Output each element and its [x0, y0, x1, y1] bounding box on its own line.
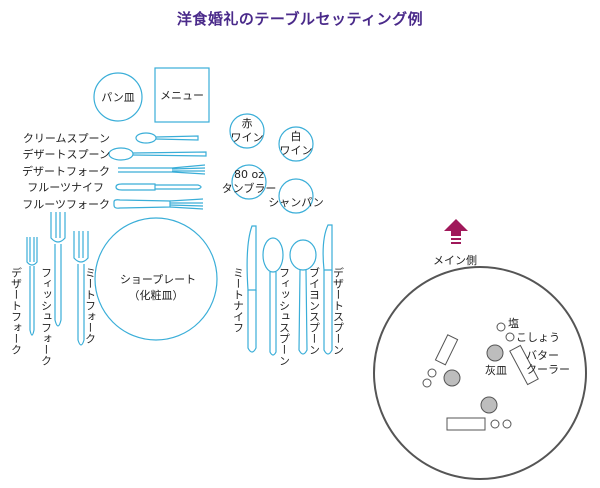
meat-knife — [246, 225, 257, 353]
meat-knife-label: ミートナイフ — [232, 267, 245, 333]
main-side-label: メイン側 — [433, 254, 477, 267]
champagne-glass: シャンパン — [268, 178, 324, 214]
fish-spoon — [262, 237, 284, 356]
pepper-label: こしょう — [516, 331, 560, 344]
butter-cooler-label-2: クーラー — [526, 363, 570, 376]
dessert-spoon-top-label: デザートスプーン — [23, 147, 110, 161]
tumbler-label-2: タンブラー — [222, 181, 277, 195]
dessert-fork-left-label: デザートフォーク — [10, 266, 23, 355]
show-plate: ショープレート （化粧皿） — [94, 217, 218, 341]
bread-plate: パン皿 — [93, 72, 143, 122]
fish-spoon-label: フィッシュスプーン — [278, 267, 291, 366]
tumbler-glass: 80 oz タンブラー — [222, 164, 277, 200]
fruit-knife: フルーツナイフ — [27, 181, 202, 194]
fruit-knife-label: フルーツナイフ — [27, 181, 104, 194]
red-wine-glass: 赤 ワイン — [229, 113, 265, 149]
bread-plate-label: パン皿 — [101, 91, 135, 104]
menu-label: メニュー — [160, 89, 204, 102]
bouillon-spoon-label: ブイヨンスプーン — [308, 266, 321, 355]
menu-card: メニュー — [154, 67, 210, 123]
cream-spoon: クリームスプーン — [23, 132, 199, 145]
dessert-spoon-top: デザートスプーン — [23, 147, 207, 161]
red-wine-label-2: ワイン — [231, 131, 264, 144]
fish-fork-label: フィッシュフォーク — [40, 267, 53, 366]
page-title: 洋食婚礼のテーブルセッティング例 — [176, 10, 424, 28]
champagne-label: シャンパン — [268, 196, 324, 209]
salt-label: 塩 — [508, 316, 519, 330]
dessert-spoon-right — [322, 224, 333, 355]
bouillon-spoon — [289, 239, 317, 355]
meat-fork — [73, 231, 89, 346]
meat-fork-label: ミートフォーク — [84, 267, 97, 344]
red-wine-label-1: 赤 — [242, 117, 253, 130]
dessert-fork-top: デザートフォーク — [22, 164, 206, 178]
dessert-spoon-right-label: デザートスプーン — [332, 266, 345, 355]
show-plate-label-2: （化粧皿） — [129, 288, 184, 302]
ashtray-label: 灰皿 — [485, 363, 507, 377]
round-table: 塩 こしょう 灰皿 バター クーラー — [373, 266, 587, 480]
white-wine-label-1: 白 — [291, 129, 302, 143]
white-wine-label-2: ワイン — [280, 144, 313, 157]
fruit-fork: フルーツフォーク — [22, 198, 204, 211]
white-wine-glass: 白 ワイン — [278, 126, 314, 162]
main-side-arrow: メイン側 — [433, 219, 477, 267]
show-plate-label-1: ショープレート — [120, 273, 196, 286]
fruit-fork-label: フルーツフォーク — [22, 198, 110, 211]
fish-fork — [50, 212, 66, 327]
dessert-fork-top-label: デザートフォーク — [22, 164, 110, 178]
cream-spoon-label: クリームスプーン — [23, 132, 110, 145]
butter-cooler-label-1: バター — [526, 349, 559, 362]
tumbler-label-1: 80 oz — [234, 168, 264, 181]
dessert-fork-left — [26, 237, 38, 336]
